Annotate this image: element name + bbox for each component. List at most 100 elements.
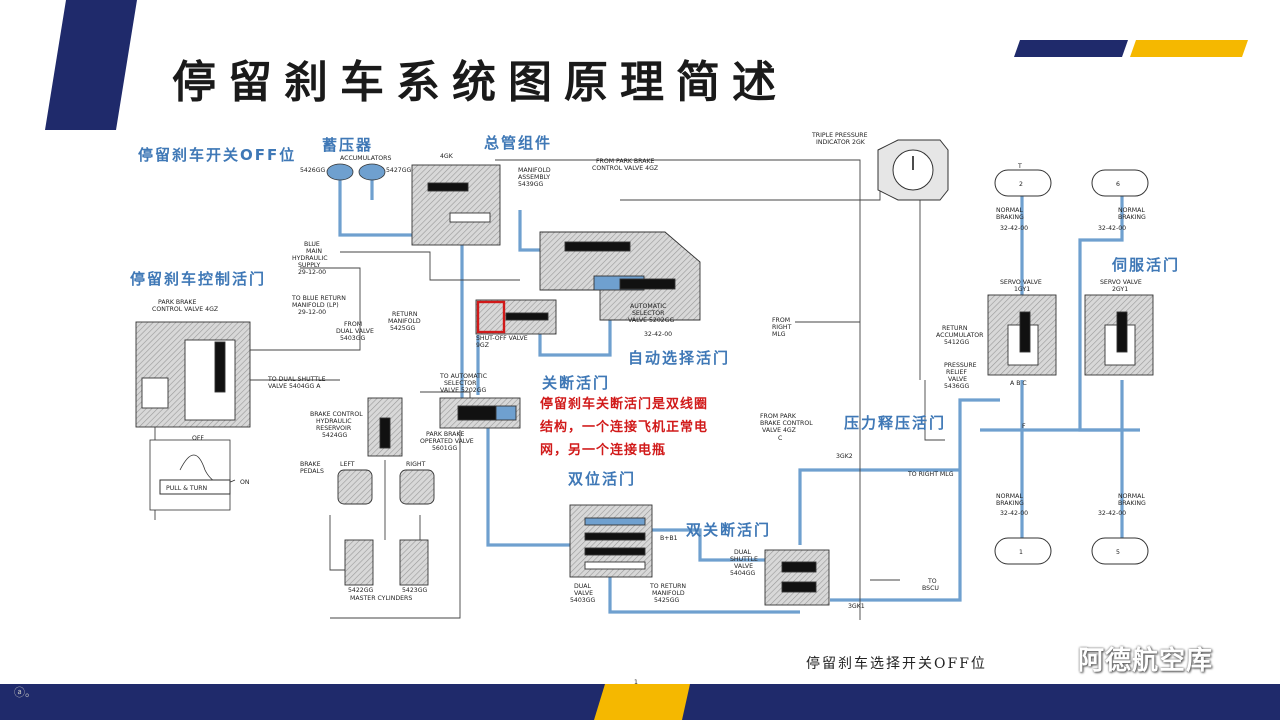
label-servo1-1: SERVO VALVE	[1000, 279, 1042, 286]
cn-label-manifold: 总管组件	[484, 134, 552, 152]
footer-note: 停留刹车选择开关OFF位	[806, 656, 987, 672]
label-to-ret2: MANIFOLD	[652, 590, 685, 597]
label-normal-0: NORMAL	[1118, 207, 1145, 214]
shutoff-spool	[505, 312, 549, 321]
label-to-bscu1: TO	[927, 578, 937, 585]
label-braking-1: BRAKING	[996, 500, 1024, 507]
label-from-pb1: FROM PARK BRAKE	[596, 158, 655, 165]
label-on: ON	[240, 479, 250, 486]
label-page-no: 1	[634, 679, 638, 686]
line-blue-supply	[340, 251, 520, 281]
label-wheel-1: 1	[1019, 549, 1023, 556]
label-gk4: 4GK	[440, 153, 454, 160]
servo1-spool	[1019, 311, 1031, 353]
label-ata-0: 32-42-00	[1000, 225, 1028, 232]
label-off: OFF	[192, 435, 204, 442]
label-blue4: SUPPLY	[298, 262, 321, 269]
shutoff-solenoid	[476, 300, 506, 334]
label-to-bscu2: BSCU	[922, 585, 939, 592]
label-shutoff1: SHUT-OFF VALVE	[476, 335, 528, 342]
label-brake-pedals2: PEDALS	[300, 468, 324, 475]
cn-label-dual: 双位活门	[568, 470, 636, 488]
label-from-dual1: FROM	[344, 321, 362, 328]
label-from-pb-c2: BRAKE CONTROL	[760, 420, 813, 427]
pbcv-box	[141, 377, 169, 409]
pipes	[338, 175, 1140, 614]
label-bcr3: RESERVOIR	[316, 425, 352, 432]
label-dsv2: SHUTTLE	[730, 556, 758, 563]
label-ret-acc1: RETURN	[942, 325, 968, 332]
label-mc-right: 5423GG	[402, 587, 428, 594]
pipe-pbov-dual	[486, 425, 570, 547]
pipe-dual-dsv	[650, 528, 765, 562]
label-manifold-assy2: ASSEMBLY	[518, 174, 550, 181]
label-ata-1: 32-42-00	[1098, 225, 1126, 232]
dsv-block	[764, 549, 830, 606]
auto-selector-spool-top	[564, 241, 631, 252]
label-triple1: TRIPLE PRESSURE	[811, 132, 868, 139]
dsv-spool-2	[781, 581, 817, 593]
label-bb1: B+B1	[660, 535, 678, 542]
label-to-asv2: SELECTOR	[444, 380, 477, 387]
label-pbov3: 5601GG	[432, 445, 458, 452]
label-servo2-1: SERVO VALVE	[1100, 279, 1142, 286]
label-pbcv2: CONTROL VALVE 4GZ	[152, 306, 218, 313]
label-braking: BRAKING	[996, 214, 1024, 221]
label-from-dual3: 5403GG	[340, 335, 366, 342]
label-prv4: 5436GG	[944, 383, 970, 390]
manifold-assembly-block	[411, 164, 501, 246]
label-to-asv3: VALVE 5202GG	[440, 387, 486, 394]
label-from-dual2: DUAL VALVE	[336, 328, 374, 335]
label-gk3: 3GK2	[836, 453, 853, 460]
label-dual2: VALVE	[574, 590, 593, 597]
manifold-lower-spool	[449, 212, 491, 223]
label-ret-acc2: ACCUMULATOR	[936, 332, 984, 339]
red-note-line-2: 网，另一个连接电瓶	[540, 442, 666, 458]
label-to-ret1: TO RETURN	[649, 583, 686, 590]
valve-blocks	[135, 164, 1154, 606]
label-prv3: VALVE	[948, 376, 967, 383]
pull-turn-switch	[149, 439, 236, 511]
label-from-rmlg1: FROM	[772, 317, 790, 324]
label-t: T	[1017, 163, 1022, 170]
label-ret1: TO BLUE RETURN	[291, 295, 346, 302]
pipe-dsv-up	[798, 468, 960, 545]
cn-label-switch-off: 停留刹车开关OFF位	[138, 146, 296, 164]
pbcv-inner	[184, 339, 236, 421]
label-triple2: INDICATOR 2GK	[816, 139, 866, 146]
label-blue1: BLUE	[304, 241, 320, 248]
label-to-dsv1: TO DUAL SHUTTLE	[267, 376, 326, 383]
pipe-dual-return	[608, 575, 800, 614]
label-from-pb-c3: VALVE 4GZ	[762, 427, 796, 434]
cn-label-servo: 伺服活门	[1111, 256, 1180, 274]
wheel-2	[994, 169, 1052, 197]
label-bcr2: HYDRAULIC	[316, 418, 352, 425]
label-dual3: 5403GG	[570, 597, 596, 604]
pbov-spool	[457, 405, 497, 421]
label-pbov2: OPERATED VALVE	[420, 438, 474, 445]
dsv-spool-1	[781, 561, 817, 573]
label-blue5: 29-12-00	[298, 269, 326, 276]
label-shutoff2: 9GZ	[476, 342, 489, 349]
label-ata-2: 32-42-00	[1000, 510, 1028, 517]
label-ret-man1: RETURN	[392, 311, 418, 318]
reservoir-piston	[379, 417, 391, 449]
cn-label-dual-shutoff: 双关断活门	[686, 521, 771, 539]
accumulators	[326, 163, 386, 181]
wheel-5	[1091, 537, 1149, 565]
cn-label-control-valve: 停留刹车控制活门	[130, 270, 266, 288]
label-prv2: RELIEF	[946, 369, 967, 376]
wheels	[994, 169, 1149, 565]
label-dsv1: DUAL	[734, 549, 752, 556]
dual-spool-2	[584, 532, 646, 541]
label-wheel-2: 2	[1019, 181, 1023, 188]
gold-stripe-top-right	[1130, 40, 1248, 57]
pipe-acc-manifold	[338, 175, 430, 237]
label-f: F	[1022, 423, 1026, 430]
label-braking-2: BRAKING	[1118, 500, 1146, 507]
label-auto3: VALVE 5202GG	[628, 317, 674, 324]
label-to-ret3: 5425GG	[654, 597, 680, 604]
label-dual1: DUAL	[574, 583, 592, 590]
